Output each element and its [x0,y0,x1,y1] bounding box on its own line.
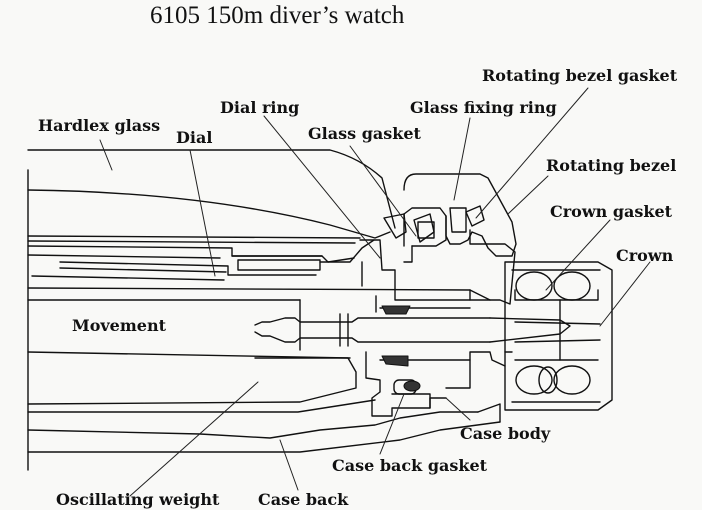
label-glass-fixing-ring: Glass fixing ring [410,98,557,117]
leader-lines [99,87,651,497]
label-crown-gasket: Crown gasket [550,202,673,221]
label-dial-ring: Dial ring [220,98,300,117]
case-back-shape [27,403,501,453]
label-crown: Crown [616,246,674,265]
filled-gaskets [381,305,421,392]
label-case-back-gasket: Case back gasket [332,456,488,475]
label-movement: Movement [72,316,166,335]
page-title: 6105 150m diver’s watch [150,2,405,29]
dial-shape [27,235,375,281]
label-dial: Dial [176,128,213,147]
label-case-back: Case back [258,490,349,509]
crown-shape [504,261,613,411]
oscillating-weight-shape [27,357,376,413]
label-rotating-bezel-gasket: Rotating bezel gasket [482,66,678,85]
label-oscillating-weight: Oscillating weight [56,490,220,509]
label-rotating-bezel: Rotating bezel [546,156,677,175]
case-body-shape [359,213,516,417]
crown-gasket-shape [515,271,591,395]
rotating-bezel-shape [403,173,517,257]
glass-fixing-ring-shape [403,207,447,247]
label-case-body: Case body [460,424,551,443]
hardlex-glass-shape [27,149,396,239]
label-glass-gasket: Glass gasket [308,124,421,143]
label-hardlex-glass: Hardlex glass [38,116,161,135]
